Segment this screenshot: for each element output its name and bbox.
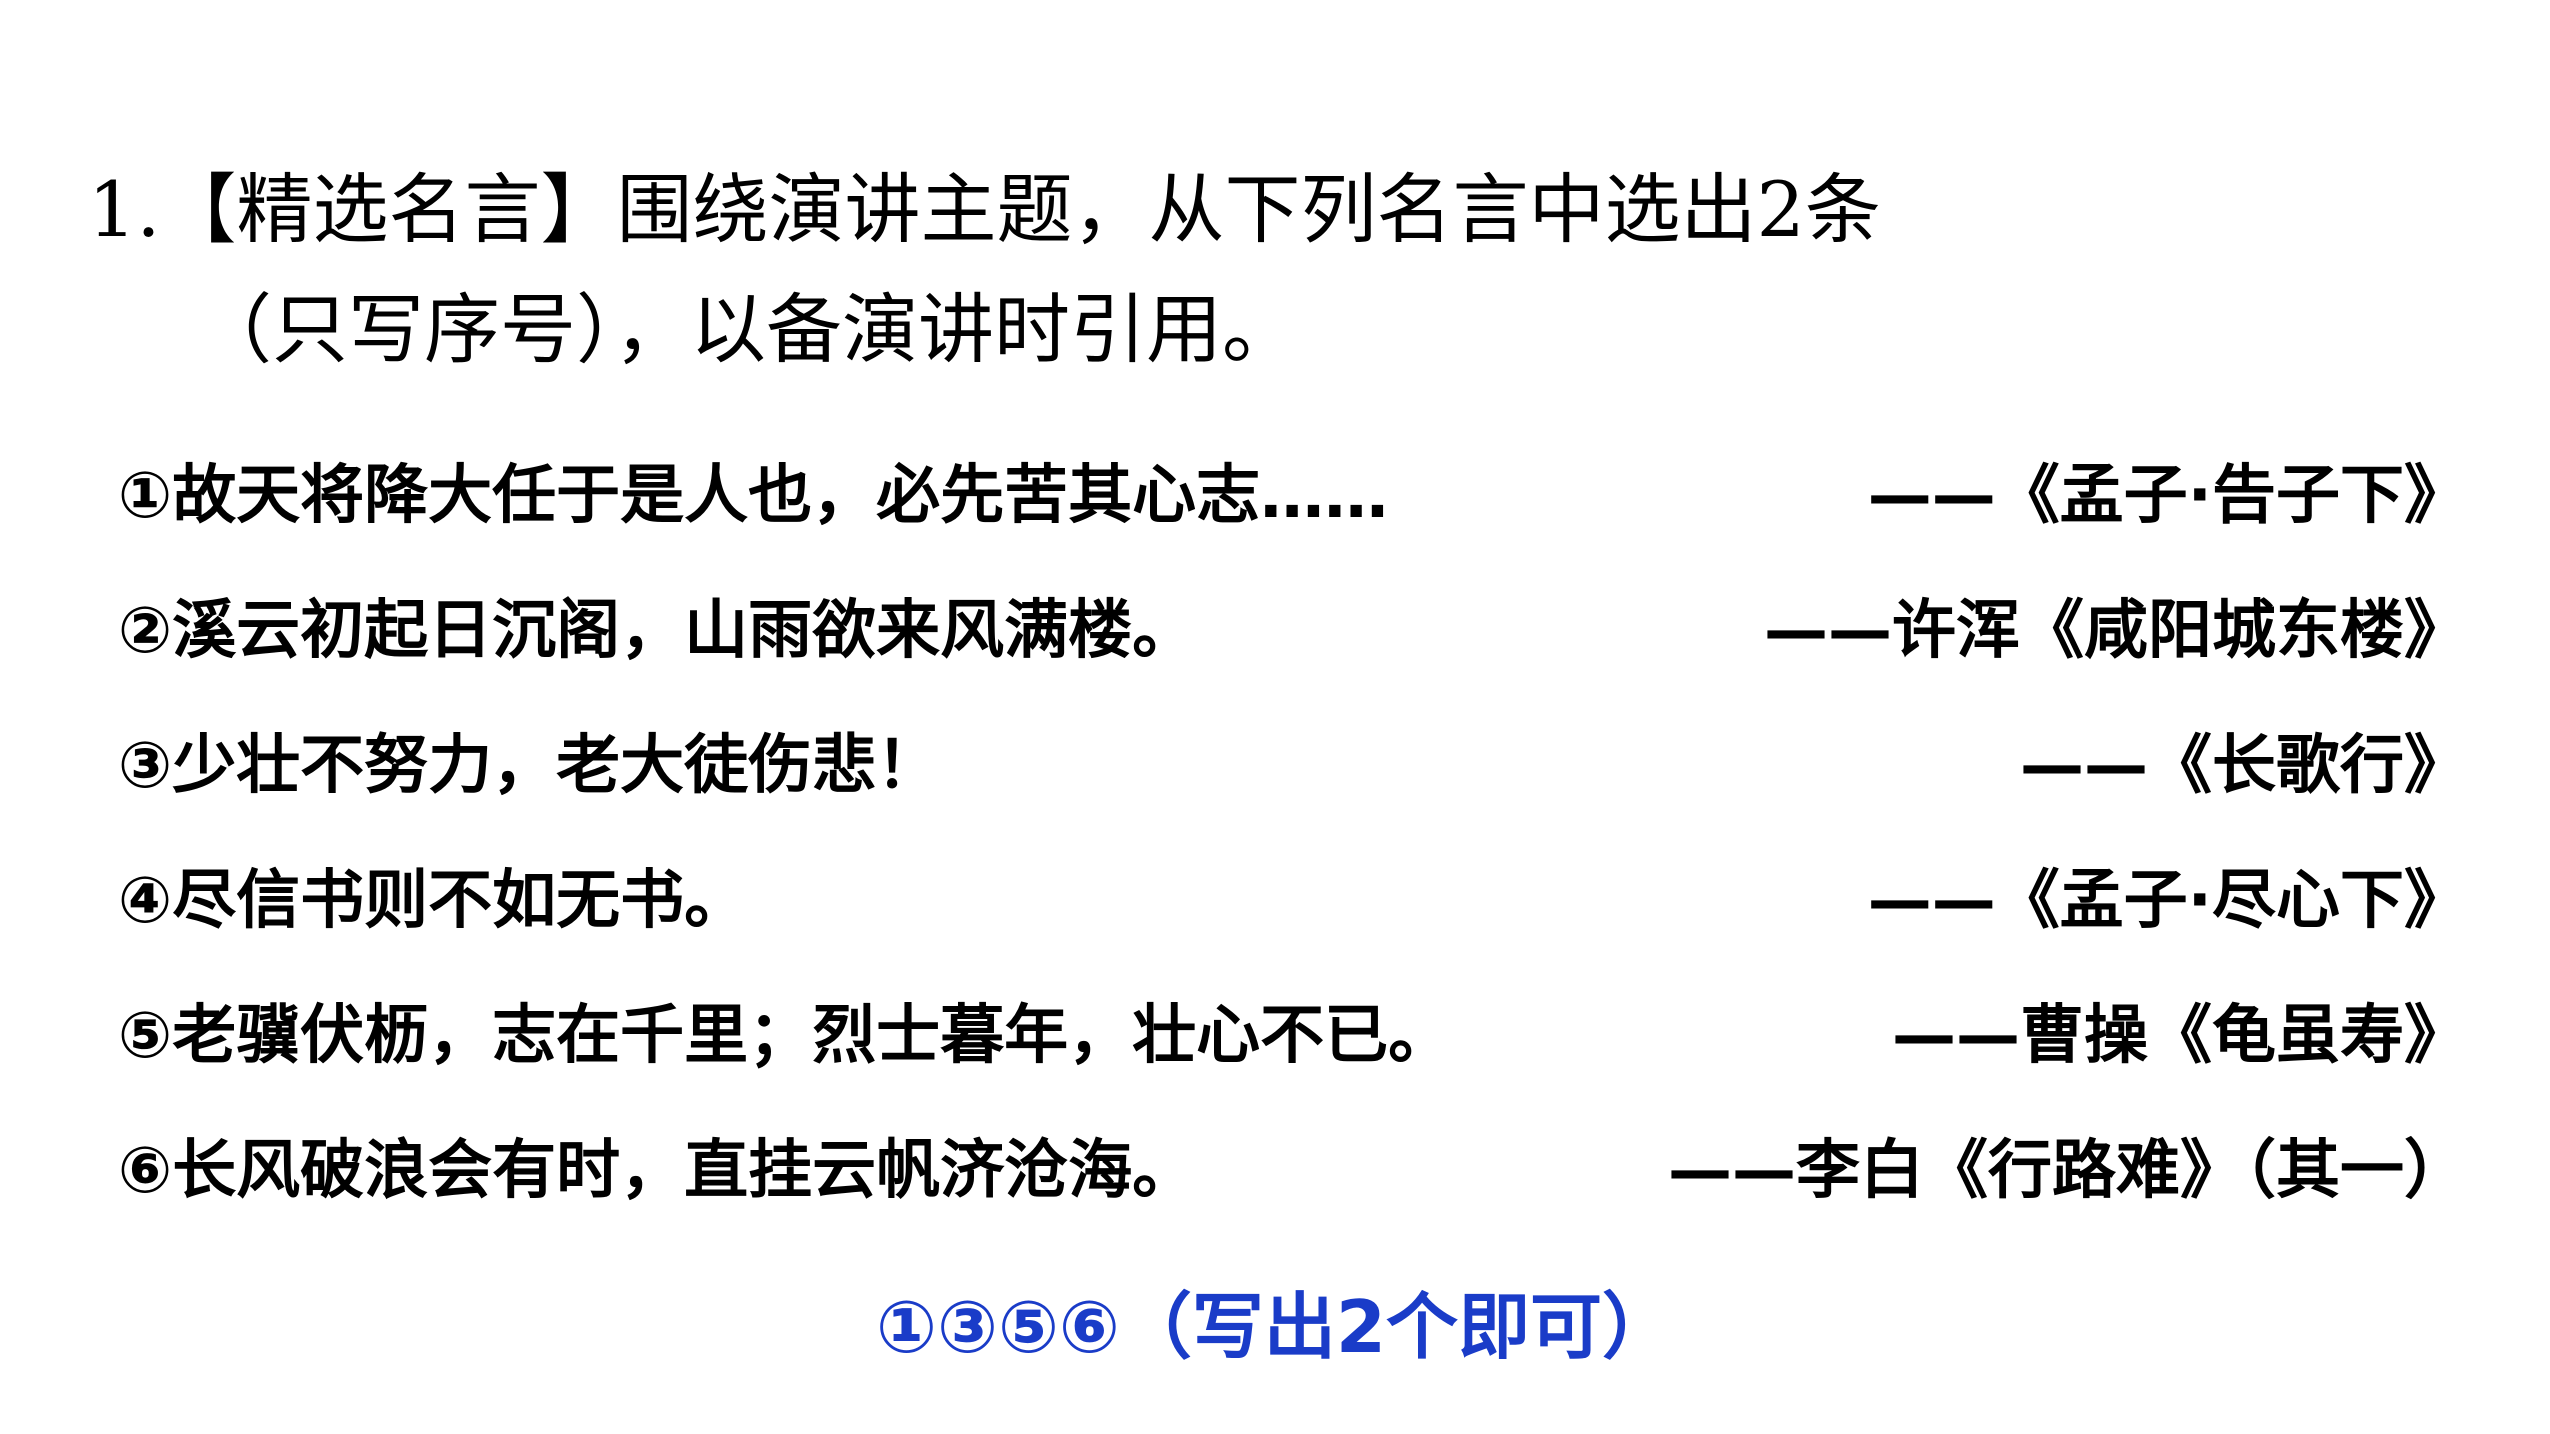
quote-text: ④尽信书则不如无书。 — [118, 863, 749, 938]
quote-text: ⑥长风破浪会有时，直挂云帆济沧海。 — [118, 1133, 1197, 1208]
answer-text: ①③⑤⑥（写出2个即可） — [876, 1285, 1674, 1369]
quote-source: ——曹操《龟虽寿》 — [1892, 998, 2468, 1073]
question-prompt: 1.【精选名言】围绕演讲主题，从下列名言中选出2条 （只写序号），以备演讲时引用… — [88, 150, 2388, 390]
quote-source: ——许浑《咸阳城东楼》 — [1764, 593, 2468, 668]
quote-item-2: ②溪云初起日沉阁，山雨欲来风满楼。 ——许浑《咸阳城东楼》 — [118, 557, 2468, 692]
quote-source: ——《长歌行》 — [2020, 728, 2468, 803]
quote-item-3: ③少壮不努力，老大徒伤悲！ ——《长歌行》 — [118, 692, 2468, 827]
quote-item-6: ⑥长风破浪会有时，直挂云帆济沧海。 ——李白《行路难》（其一） — [118, 1097, 2468, 1232]
quote-source: ——《孟子·告子下》 — [1867, 458, 2468, 533]
quote-item-5: ⑤老骥伏枥，志在千里；烈士暮年，壮心不已。 ——曹操《龟虽寿》 — [118, 962, 2468, 1097]
quote-source: ——《孟子·尽心下》 — [1867, 863, 2468, 938]
question-line-2: （只写序号），以备演讲时引用。 — [196, 285, 1298, 374]
quote-text: ③少壮不努力，老大徒伤悲！ — [118, 728, 941, 803]
quote-item-4: ④尽信书则不如无书。 ——《孟子·尽心下》 — [118, 827, 2468, 962]
quote-text: ②溪云初起日沉阁，山雨欲来风满楼。 — [118, 593, 1197, 668]
quote-list: ①故天将降大任于是人也，必先苦其心志…… ——《孟子·告子下》 ②溪云初起日沉阁… — [118, 422, 2468, 1232]
quote-text: ①故天将降大任于是人也，必先苦其心志…… — [118, 458, 1389, 533]
question-line-1: 1.【精选名言】围绕演讲主题，从下列名言中选出2条 — [88, 165, 1881, 254]
quote-text: ⑤老骥伏枥，志在千里；烈士暮年，壮心不已。 — [118, 998, 1453, 1073]
quote-source: ——李白《行路难》（其一） — [1668, 1133, 2468, 1208]
quote-item-1: ①故天将降大任于是人也，必先苦其心志…… ——《孟子·告子下》 — [118, 422, 2468, 557]
